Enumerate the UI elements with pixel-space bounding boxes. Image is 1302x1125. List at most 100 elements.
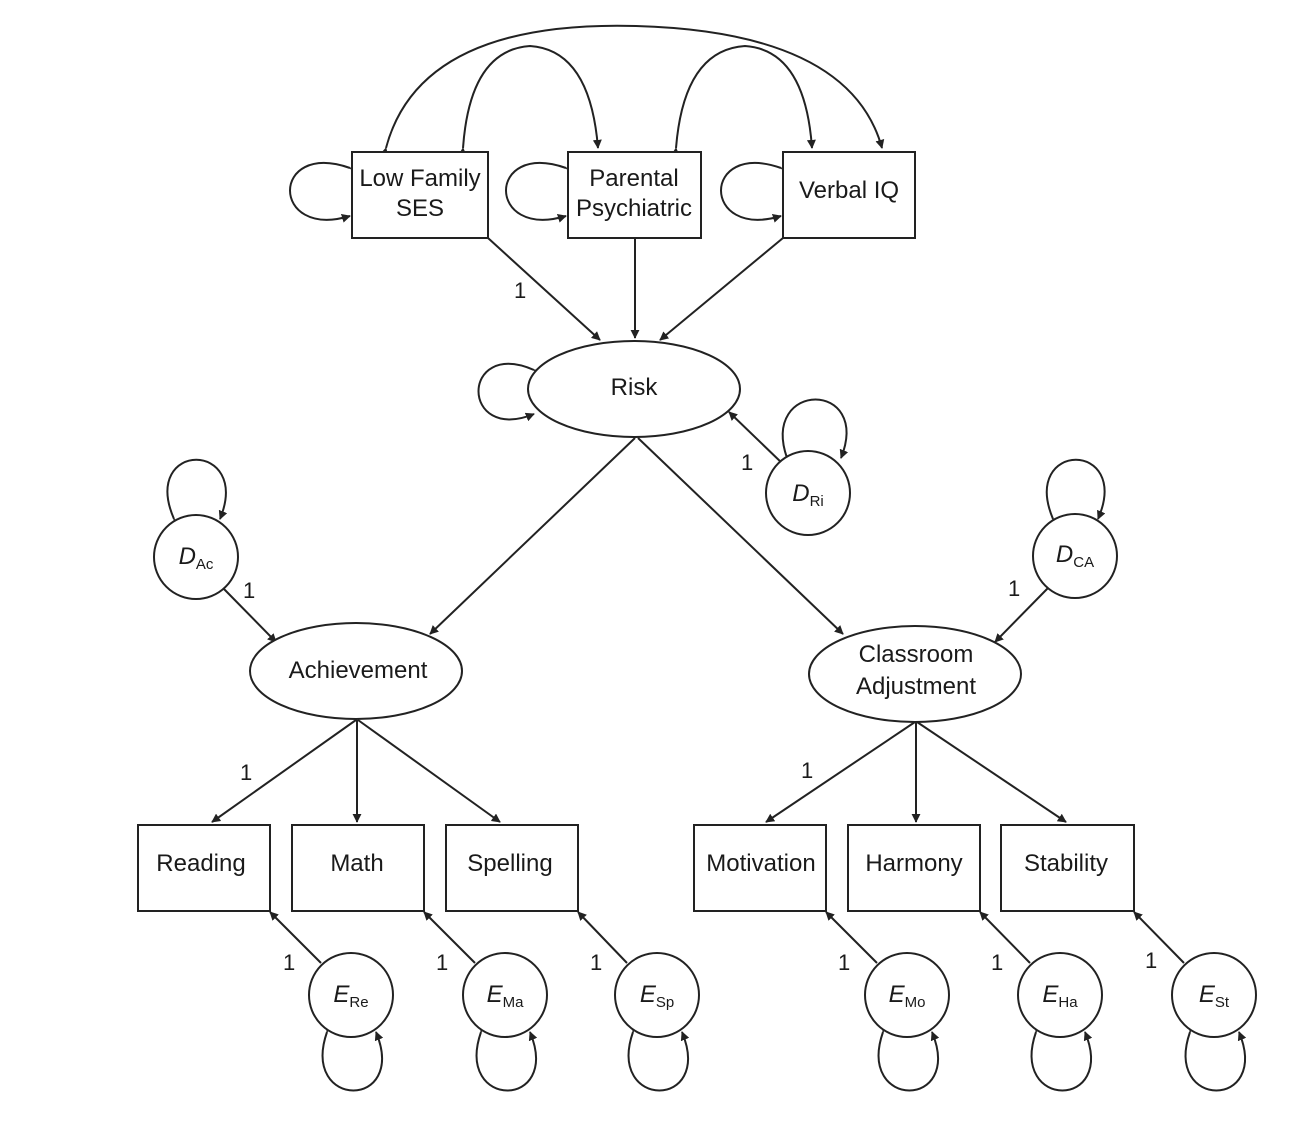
path-e-ma-to-math [423, 911, 476, 964]
variance-loop-e-st [1184, 1022, 1247, 1092]
node-classroom-adjustment-label-2: Adjustment [856, 673, 976, 700]
node-risk: Risk [527, 340, 741, 438]
node-d-ac-label: DAc [179, 543, 214, 573]
covariance-ses-verbal-iq [379, 24, 885, 157]
node-parental-psychiatric-label-2: Psychiatric [576, 195, 692, 222]
node-e-sp-circle [614, 952, 700, 1038]
node-d-ac: DAc [153, 514, 239, 600]
node-spelling: Spelling [445, 824, 579, 912]
variance-loops [166, 162, 1247, 1092]
label-e-sp-to-spelling: 1 [590, 950, 602, 975]
covariance-ses-parental [457, 44, 602, 157]
label-achievement-to-reading: 1 [240, 760, 252, 785]
covariance-arcs [379, 24, 885, 157]
variance-loop-e-ha [1030, 1022, 1093, 1092]
node-e-mo-circle [864, 952, 950, 1038]
variance-loop-risk [477, 362, 544, 422]
node-low-family-ses-label-2: SES [396, 195, 444, 222]
path-classroom-to-stability [916, 721, 1067, 823]
variance-loop-low-family-ses [289, 162, 360, 223]
node-e-st-circle [1171, 952, 1257, 1038]
node-e-mo: EMo [864, 952, 950, 1038]
node-e-re-circle [308, 952, 394, 1038]
label-e-st-to-stability: 1 [1145, 948, 1157, 973]
label-d-ri-to-risk: 1 [741, 450, 753, 475]
node-classroom-adjustment-label: Classroom [859, 641, 974, 668]
node-stability-box [1000, 824, 1135, 912]
path-ses-to-risk [487, 237, 601, 341]
label-e-ha-to-harmony: 1 [991, 950, 1003, 975]
node-d-ri-circle [765, 450, 851, 536]
path-d-ca-to-classroom [994, 587, 1049, 643]
path-e-sp-to-spelling [577, 911, 628, 964]
node-e-ma-label: EMa [487, 981, 525, 1011]
variance-loop-e-re [321, 1022, 384, 1092]
label-d-ca-to-classroom: 1 [1008, 576, 1020, 601]
path-e-mo-to-motivation [825, 911, 878, 964]
node-achievement-ellipse [249, 622, 463, 720]
path-e-st-to-stability [1133, 911, 1185, 964]
node-low-family-ses-label: Low Family [359, 165, 480, 192]
path-d-ri-to-risk [728, 411, 785, 466]
node-achievement-label: Achievement [289, 657, 428, 684]
node-reading-label: Reading [156, 850, 245, 877]
node-e-sp-label: ESp [640, 981, 674, 1011]
node-d-ac-circle [153, 514, 239, 600]
path-risk-to-achievement [429, 437, 636, 635]
node-risk-label: Risk [611, 374, 659, 401]
node-motivation-label: Motivation [706, 850, 815, 877]
node-e-re: ERe [308, 952, 394, 1038]
variance-loop-d-ca [1045, 458, 1106, 529]
node-d-ca-label: DCA [1056, 541, 1094, 571]
node-verbal-iq: Verbal IQ [782, 151, 916, 239]
node-reading: Reading [137, 824, 271, 912]
node-e-ha: EHa [1017, 952, 1103, 1038]
node-classroom-adjustment-ellipse [808, 625, 1022, 723]
node-harmony-label: Harmony [865, 850, 962, 877]
label-d-ac-to-achievement: 1 [243, 578, 255, 603]
path-classroom-to-motivation [765, 721, 916, 823]
node-math: Math [291, 824, 425, 912]
path-e-re-to-reading [269, 911, 322, 964]
path-verbal-iq-to-risk [659, 237, 784, 341]
node-e-ha-label: EHa [1042, 981, 1078, 1011]
variance-loop-e-mo [877, 1022, 940, 1092]
node-e-ma: EMa [462, 952, 548, 1038]
node-spelling-label: Spelling [467, 850, 552, 877]
covariance-parental-verbal-iq [670, 44, 816, 157]
node-low-family-ses: Low Family SES [351, 151, 489, 239]
node-math-box [291, 824, 425, 912]
node-stability-label: Stability [1024, 850, 1108, 877]
path-e-ha-to-harmony [979, 911, 1031, 964]
node-parental-psychiatric-label: Parental [589, 165, 678, 192]
variance-loop-parental-psychiatric [505, 162, 576, 223]
node-e-mo-label: EMo [889, 981, 926, 1011]
node-e-sp: ESp [614, 952, 700, 1038]
node-stability: Stability [1000, 824, 1135, 912]
node-motivation-box [693, 824, 827, 912]
label-e-mo-to-motivation: 1 [838, 950, 850, 975]
label-ses-to-risk: 1 [514, 278, 526, 303]
node-achievement: Achievement [249, 622, 463, 720]
variance-loop-d-ac [166, 458, 228, 529]
path-achievement-to-spelling [357, 719, 501, 823]
variance-loop-e-ma [475, 1022, 538, 1092]
node-e-st-label: ESt [1199, 981, 1230, 1011]
node-classroom-adjustment: Classroom Adjustment [808, 625, 1022, 723]
node-harmony: Harmony [847, 824, 981, 912]
label-classroom-to-motivation: 1 [801, 758, 813, 783]
node-parental-psychiatric: Parental Psychiatric [567, 151, 702, 239]
node-e-ma-circle [462, 952, 548, 1038]
path-achievement-to-reading [211, 719, 357, 823]
path-d-ac-to-achievement [222, 587, 277, 643]
node-e-st: ESt [1171, 952, 1257, 1038]
node-d-ri: DRi [765, 450, 851, 536]
node-verbal-iq-label: Verbal IQ [799, 177, 899, 204]
label-e-ma-to-math: 1 [436, 950, 448, 975]
variance-loop-e-sp [627, 1022, 690, 1092]
label-e-re-to-reading: 1 [283, 950, 295, 975]
variance-loop-verbal-iq [720, 162, 791, 223]
node-risk-ellipse [527, 340, 741, 438]
node-spelling-box [445, 824, 579, 912]
